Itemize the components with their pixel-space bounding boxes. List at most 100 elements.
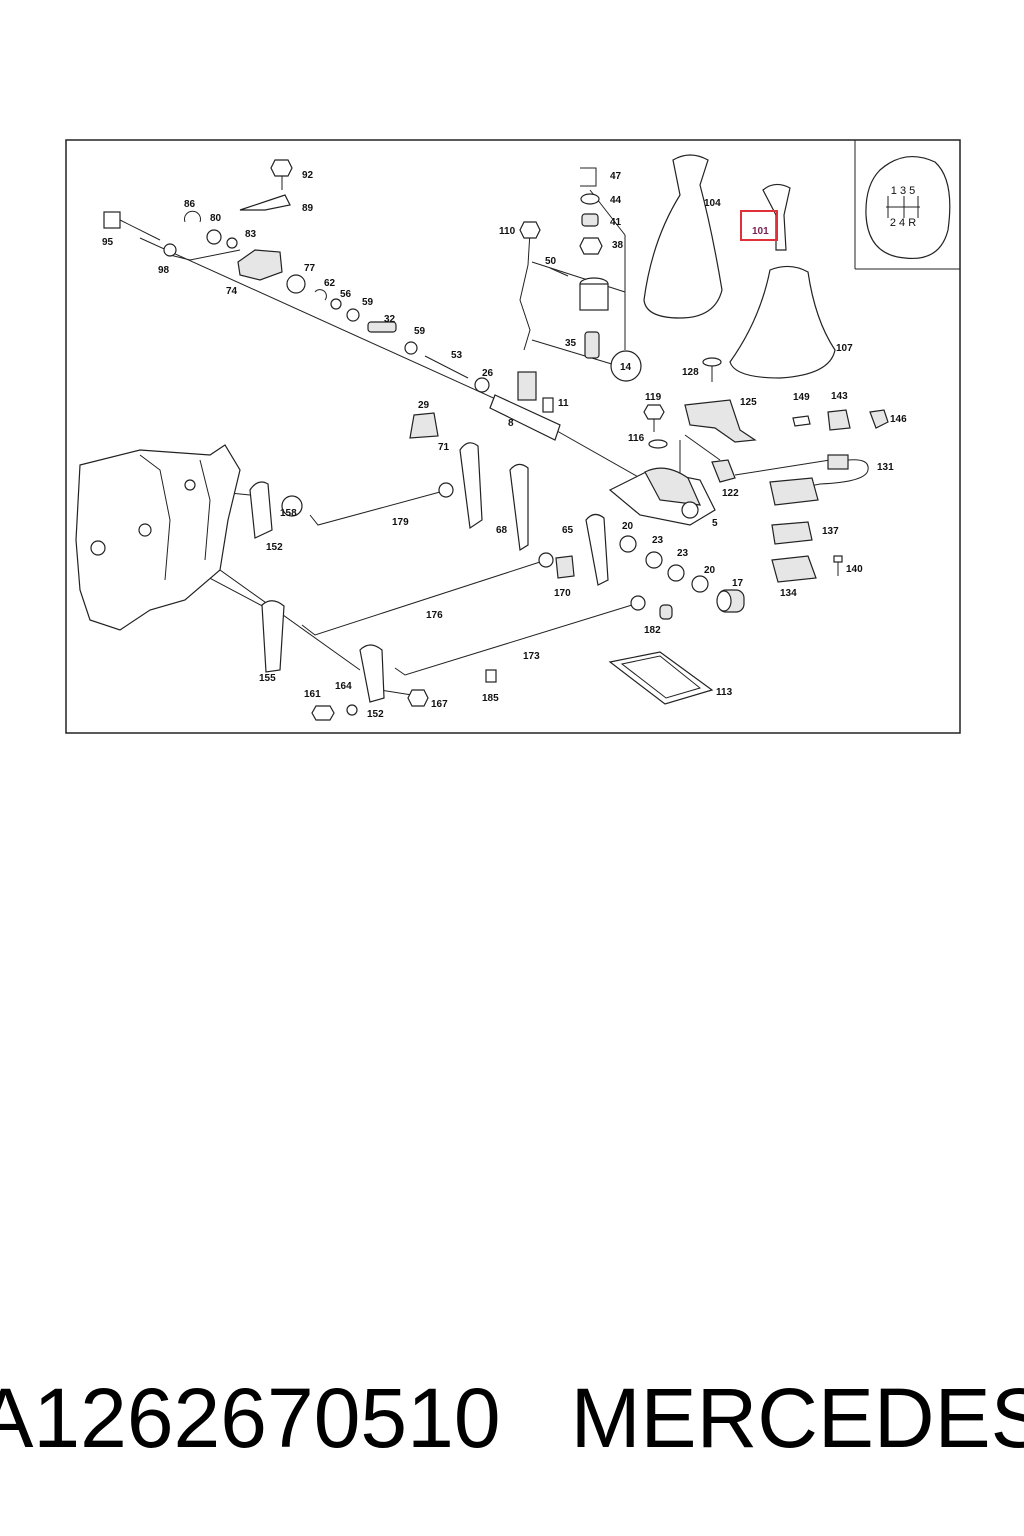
lever-155 [261,600,285,673]
shaft-8 [489,371,561,441]
clip-47 [580,167,597,187]
shift-housing-5 [608,467,716,526]
label-56: 56 [340,289,352,300]
clip-86 [184,210,201,223]
brand-name: MERCEDES [570,1371,1024,1465]
label-20a: 20 [622,521,634,532]
clip-122 [711,459,736,483]
cable-131 [809,454,869,487]
label-185: 185 [482,693,499,704]
gasket-113-inner [620,655,702,699]
bush-80 [206,229,222,245]
lever-71 [459,442,483,530]
bolt-95 [103,211,161,241]
bolt-119 [643,404,665,432]
label-41: 41 [610,217,622,228]
label-92: 92 [302,170,314,181]
label-95: 95 [102,237,114,248]
label-71: 71 [438,442,450,453]
label-29: 29 [418,400,430,411]
label-20b: 20 [704,565,716,576]
bolt-92 [270,159,293,190]
ring-56 [330,298,342,310]
label-38: 38 [612,240,624,251]
clip-89 [239,194,291,211]
spring-35 [584,331,600,359]
switch-137 [771,521,813,545]
bush-26 [474,377,490,393]
label-122: 122 [722,488,739,499]
label-182: 182 [644,625,661,636]
label-173: 173 [523,651,540,662]
label-179: 179 [392,517,409,528]
label-134: 134 [780,588,797,599]
spring-32 [367,321,397,333]
label-23b: 23 [677,548,689,559]
piston-14 [579,277,609,311]
highlight-box-101 [740,210,778,241]
label-116: 116 [628,433,645,444]
lever-74 [237,249,283,281]
bush-158 [281,495,303,517]
product-caption: A1262670510 MERCEDES [0,1370,1024,1470]
label-170: 170 [554,588,571,599]
label-161: 161 [304,689,321,700]
part-number: A1262670510 [0,1371,501,1465]
cap-146 [869,409,889,429]
rod-176 [301,561,541,636]
bush-20b [691,575,709,593]
pin-53 [424,355,469,379]
label-131: 131 [877,462,894,473]
screw-128 [702,357,722,382]
bracket-170 [555,555,575,579]
label-152b: 152 [367,709,384,720]
label-143: 143 [831,391,848,402]
label-26: 26 [482,368,494,379]
label-44: 44 [610,195,622,206]
label-176: 176 [426,610,443,621]
washer-23b [667,564,685,582]
gasket-113 [608,651,714,705]
label-107: 107 [836,343,853,354]
label-23a: 23 [652,535,664,546]
label-149: 149 [793,392,810,403]
label-80: 80 [210,213,222,224]
holder-143 [827,409,851,431]
washer-23a [645,551,663,569]
label-8: 8 [508,418,514,429]
label-77: 77 [304,263,316,274]
label-35: 35 [565,338,577,349]
gearbox-housing [75,444,241,631]
lever-68 [509,463,529,552]
bolt-161 [311,705,335,721]
part-labels: 92 89 86 80 83 95 98 74 77 62 56 59 32 5… [102,170,907,720]
switch-block [769,477,819,506]
bush-77 [286,274,306,294]
label-125: 125 [740,397,757,408]
label-32: 32 [384,314,396,325]
shift-pattern-inset: 1 3 5 2 4 R [854,140,960,270]
pin-50 [549,267,569,277]
label-98: 98 [158,265,170,276]
label-128: 128 [682,367,699,378]
label-59b: 59 [414,326,426,337]
label-50: 50 [545,256,557,267]
label-11: 11 [558,398,569,409]
washer-98 [163,243,177,257]
lever-152b [359,644,385,703]
label-113: 113 [716,687,733,698]
label-53: 53 [451,350,463,361]
rod-173-eye [630,595,646,611]
label-68: 68 [496,525,508,536]
shift-pattern-top: 1 3 5 [891,185,915,197]
washer-164 [346,704,358,716]
washer-59a [346,308,360,322]
label-65: 65 [562,525,574,536]
nut-185 [485,669,497,683]
callout-14 [610,350,642,382]
rod-179-eye [438,482,454,498]
label-74: 74 [226,286,238,297]
label-137: 137 [822,526,839,537]
nut-167 [407,689,429,707]
washer-59b [404,341,418,355]
